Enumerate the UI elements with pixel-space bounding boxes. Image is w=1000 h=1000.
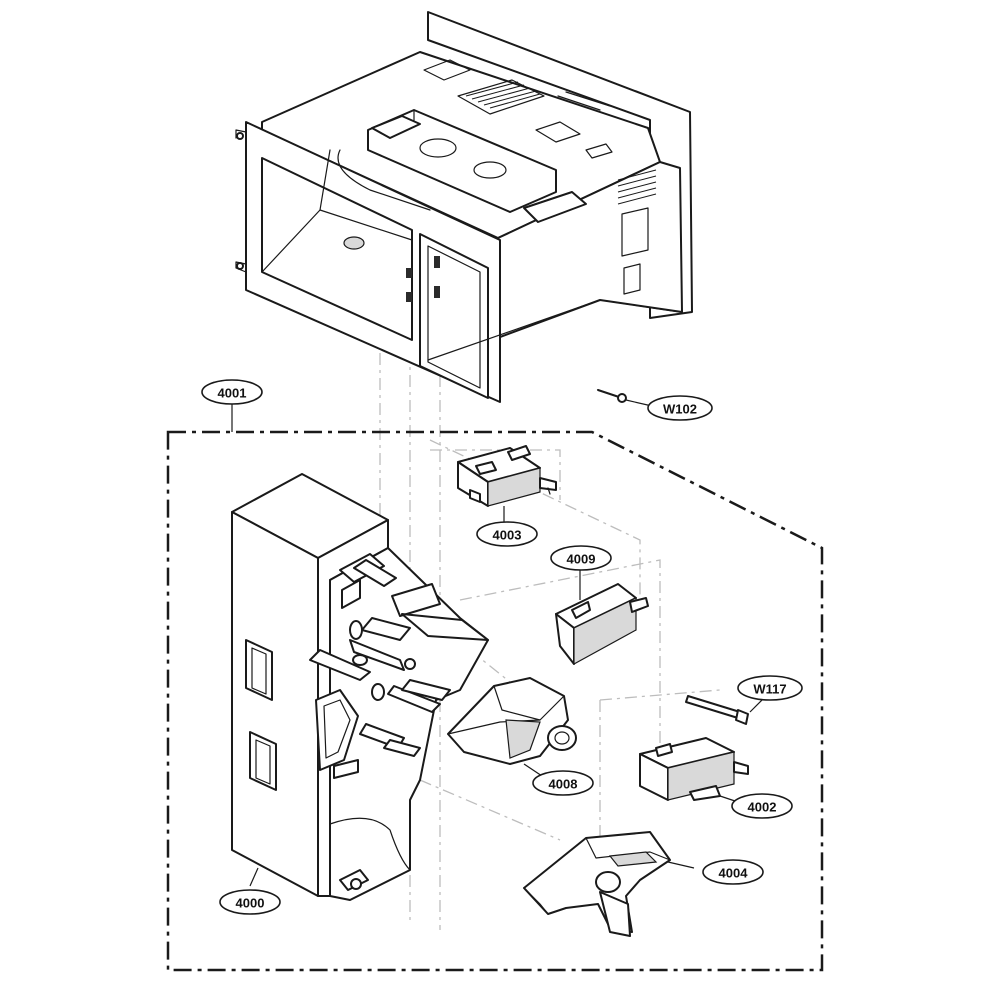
callout-4008: 4008	[532, 770, 594, 796]
screw-w117	[685, 695, 767, 725]
callout-4002: 4002	[731, 793, 793, 819]
callout-w117-label: W117	[753, 682, 786, 697]
side-vent-grill	[617, 169, 657, 205]
callout-w102: W102	[647, 395, 713, 421]
callout-4008-label: 4008	[549, 777, 578, 792]
callout-w117: W117	[737, 675, 803, 701]
callout-4009: 4009	[550, 545, 612, 571]
screw-w102	[597, 389, 653, 407]
assembly-4001-boundary	[166, 430, 824, 972]
hook-lever-4004	[523, 831, 695, 937]
latch-lever-4008	[447, 677, 577, 781]
microswitch-4009	[555, 583, 649, 666]
callout-w102-label: W102	[663, 402, 697, 417]
callout-4000-label: 4000	[236, 896, 265, 911]
oven-cavity-assembly	[235, 11, 693, 403]
callout-4002-label: 4002	[748, 800, 777, 815]
callout-4003-label: 4003	[493, 528, 522, 543]
callout-4000: 4000	[219, 889, 281, 915]
callout-4009-label: 4009	[567, 552, 596, 567]
top-vent-grill	[457, 79, 545, 115]
microswitch-4002	[639, 737, 749, 805]
callout-4004: 4004	[702, 859, 764, 885]
callout-4001-label: 4001	[218, 386, 247, 401]
latch-board-4000	[231, 473, 489, 901]
callout-4004-label: 4004	[719, 866, 749, 881]
microswitch-4003	[457, 445, 557, 507]
callout-4001: 4001	[201, 379, 263, 405]
callout-4003: 4003	[476, 521, 538, 547]
